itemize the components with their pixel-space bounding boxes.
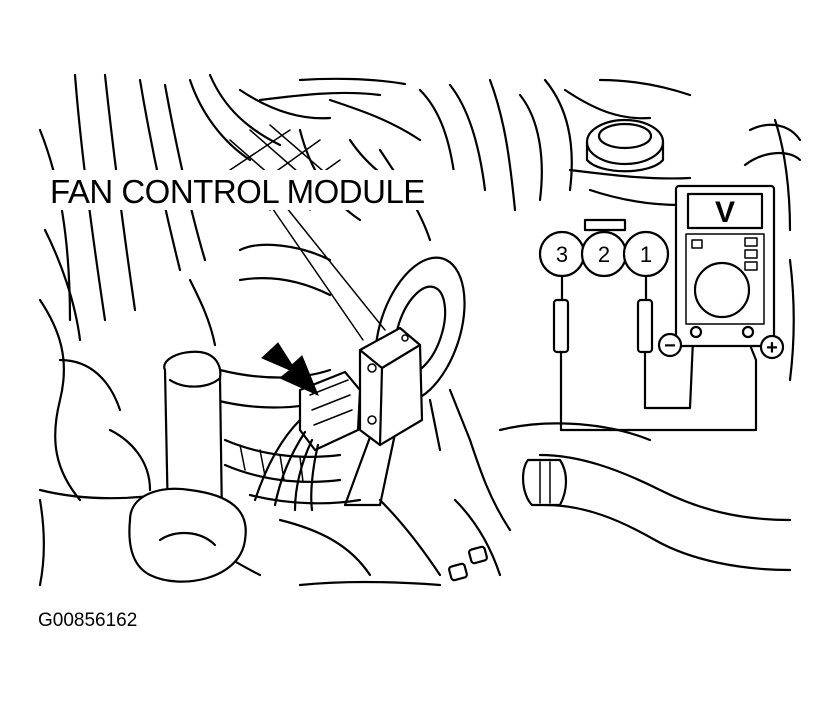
fan-control-module-label: FAN CONTROL MODULE [50, 173, 425, 210]
lead-from-pin-1 [643, 338, 695, 410]
terminal-v [741, 325, 755, 339]
selector-dial-icon [693, 261, 751, 319]
pointer-arrow-icon [261, 342, 319, 396]
probe-negative [552, 298, 570, 354]
negative-terminal-label: − [664, 335, 676, 357]
connector-pin-diagram: 3 2 1 [538, 218, 758, 432]
foreground-pipe [128, 350, 247, 583]
negative-sign-icon [657, 332, 683, 358]
terminal-com [689, 325, 703, 339]
pin-label-3: 3 [556, 242, 568, 267]
pin-label-1: 1 [640, 242, 652, 267]
reservoir-cap-icon [585, 118, 665, 166]
figure-code: G00856162 [38, 610, 137, 631]
callout-leaders [267, 201, 386, 341]
multimeter-display [686, 192, 764, 230]
fan-control-module [253, 256, 472, 512]
hose-clamp-icon [522, 458, 568, 507]
multimeter-display-reading: V [715, 196, 735, 229]
probe-positive [636, 298, 654, 354]
connector-tab [583, 218, 627, 232]
multimeter: V − + [657, 184, 785, 360]
positive-terminal-label: + [766, 337, 778, 359]
pin-label-2: 2 [598, 242, 610, 267]
positive-sign-icon [759, 334, 785, 360]
lead-from-pin-3 [559, 338, 758, 432]
